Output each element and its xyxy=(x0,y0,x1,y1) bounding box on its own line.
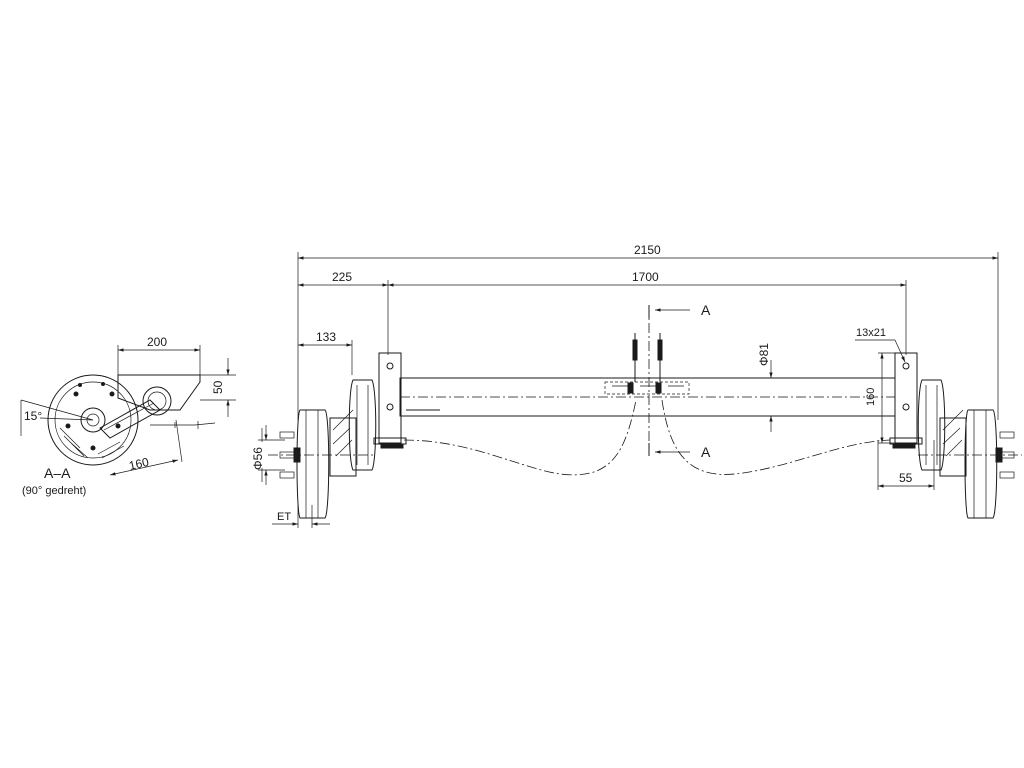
hub-center xyxy=(80,407,106,433)
section-marker-bottom: A xyxy=(701,444,711,460)
dim-side-width: 200 xyxy=(147,335,167,349)
brake-cable xyxy=(150,422,216,426)
brake-arm xyxy=(99,399,161,439)
dim-hub-diameter: Φ56 xyxy=(251,447,265,470)
section-marker-top: A xyxy=(701,302,711,318)
brake-drum-inner xyxy=(54,381,132,459)
dim-flange-offset: 225 xyxy=(332,270,352,284)
wheel-assembly-left xyxy=(268,379,377,519)
dim-flange-width: 55 xyxy=(899,471,913,485)
dim-bolt-hole: 13x21 xyxy=(856,327,886,339)
dim-side-angle: 15° xyxy=(24,409,42,423)
brake-cable-right xyxy=(661,399,891,475)
dim-et: ET xyxy=(277,511,291,523)
dim-hub-offset: 133 xyxy=(316,330,336,344)
dim-flange-height: 160 xyxy=(865,388,877,406)
section-title: A–A xyxy=(44,465,71,481)
section-subtitle: (90° gedreht) xyxy=(22,485,86,497)
front-view: 2150 225 1700 133 A A xyxy=(251,243,1022,528)
dim-side-height: 50 xyxy=(211,380,225,394)
brake-cable-left xyxy=(403,399,637,476)
dim-flange-spacing: 1700 xyxy=(632,270,659,284)
dim-side-radius: 160 xyxy=(128,455,151,473)
wheel-assembly-right xyxy=(917,379,1022,519)
flange-right xyxy=(894,352,918,444)
section-view: 200 50 160 15° A–A (90° gedreht) xyxy=(20,335,236,497)
bolt-holes xyxy=(65,382,121,451)
brake-drum-outline xyxy=(47,374,139,466)
center-cable-guide xyxy=(604,333,690,395)
dim-overall-width: 2150 xyxy=(634,243,661,257)
dim-tube-diameter: Φ81 xyxy=(757,343,771,366)
axle-tube-section xyxy=(142,386,172,416)
flange-left xyxy=(378,352,402,444)
